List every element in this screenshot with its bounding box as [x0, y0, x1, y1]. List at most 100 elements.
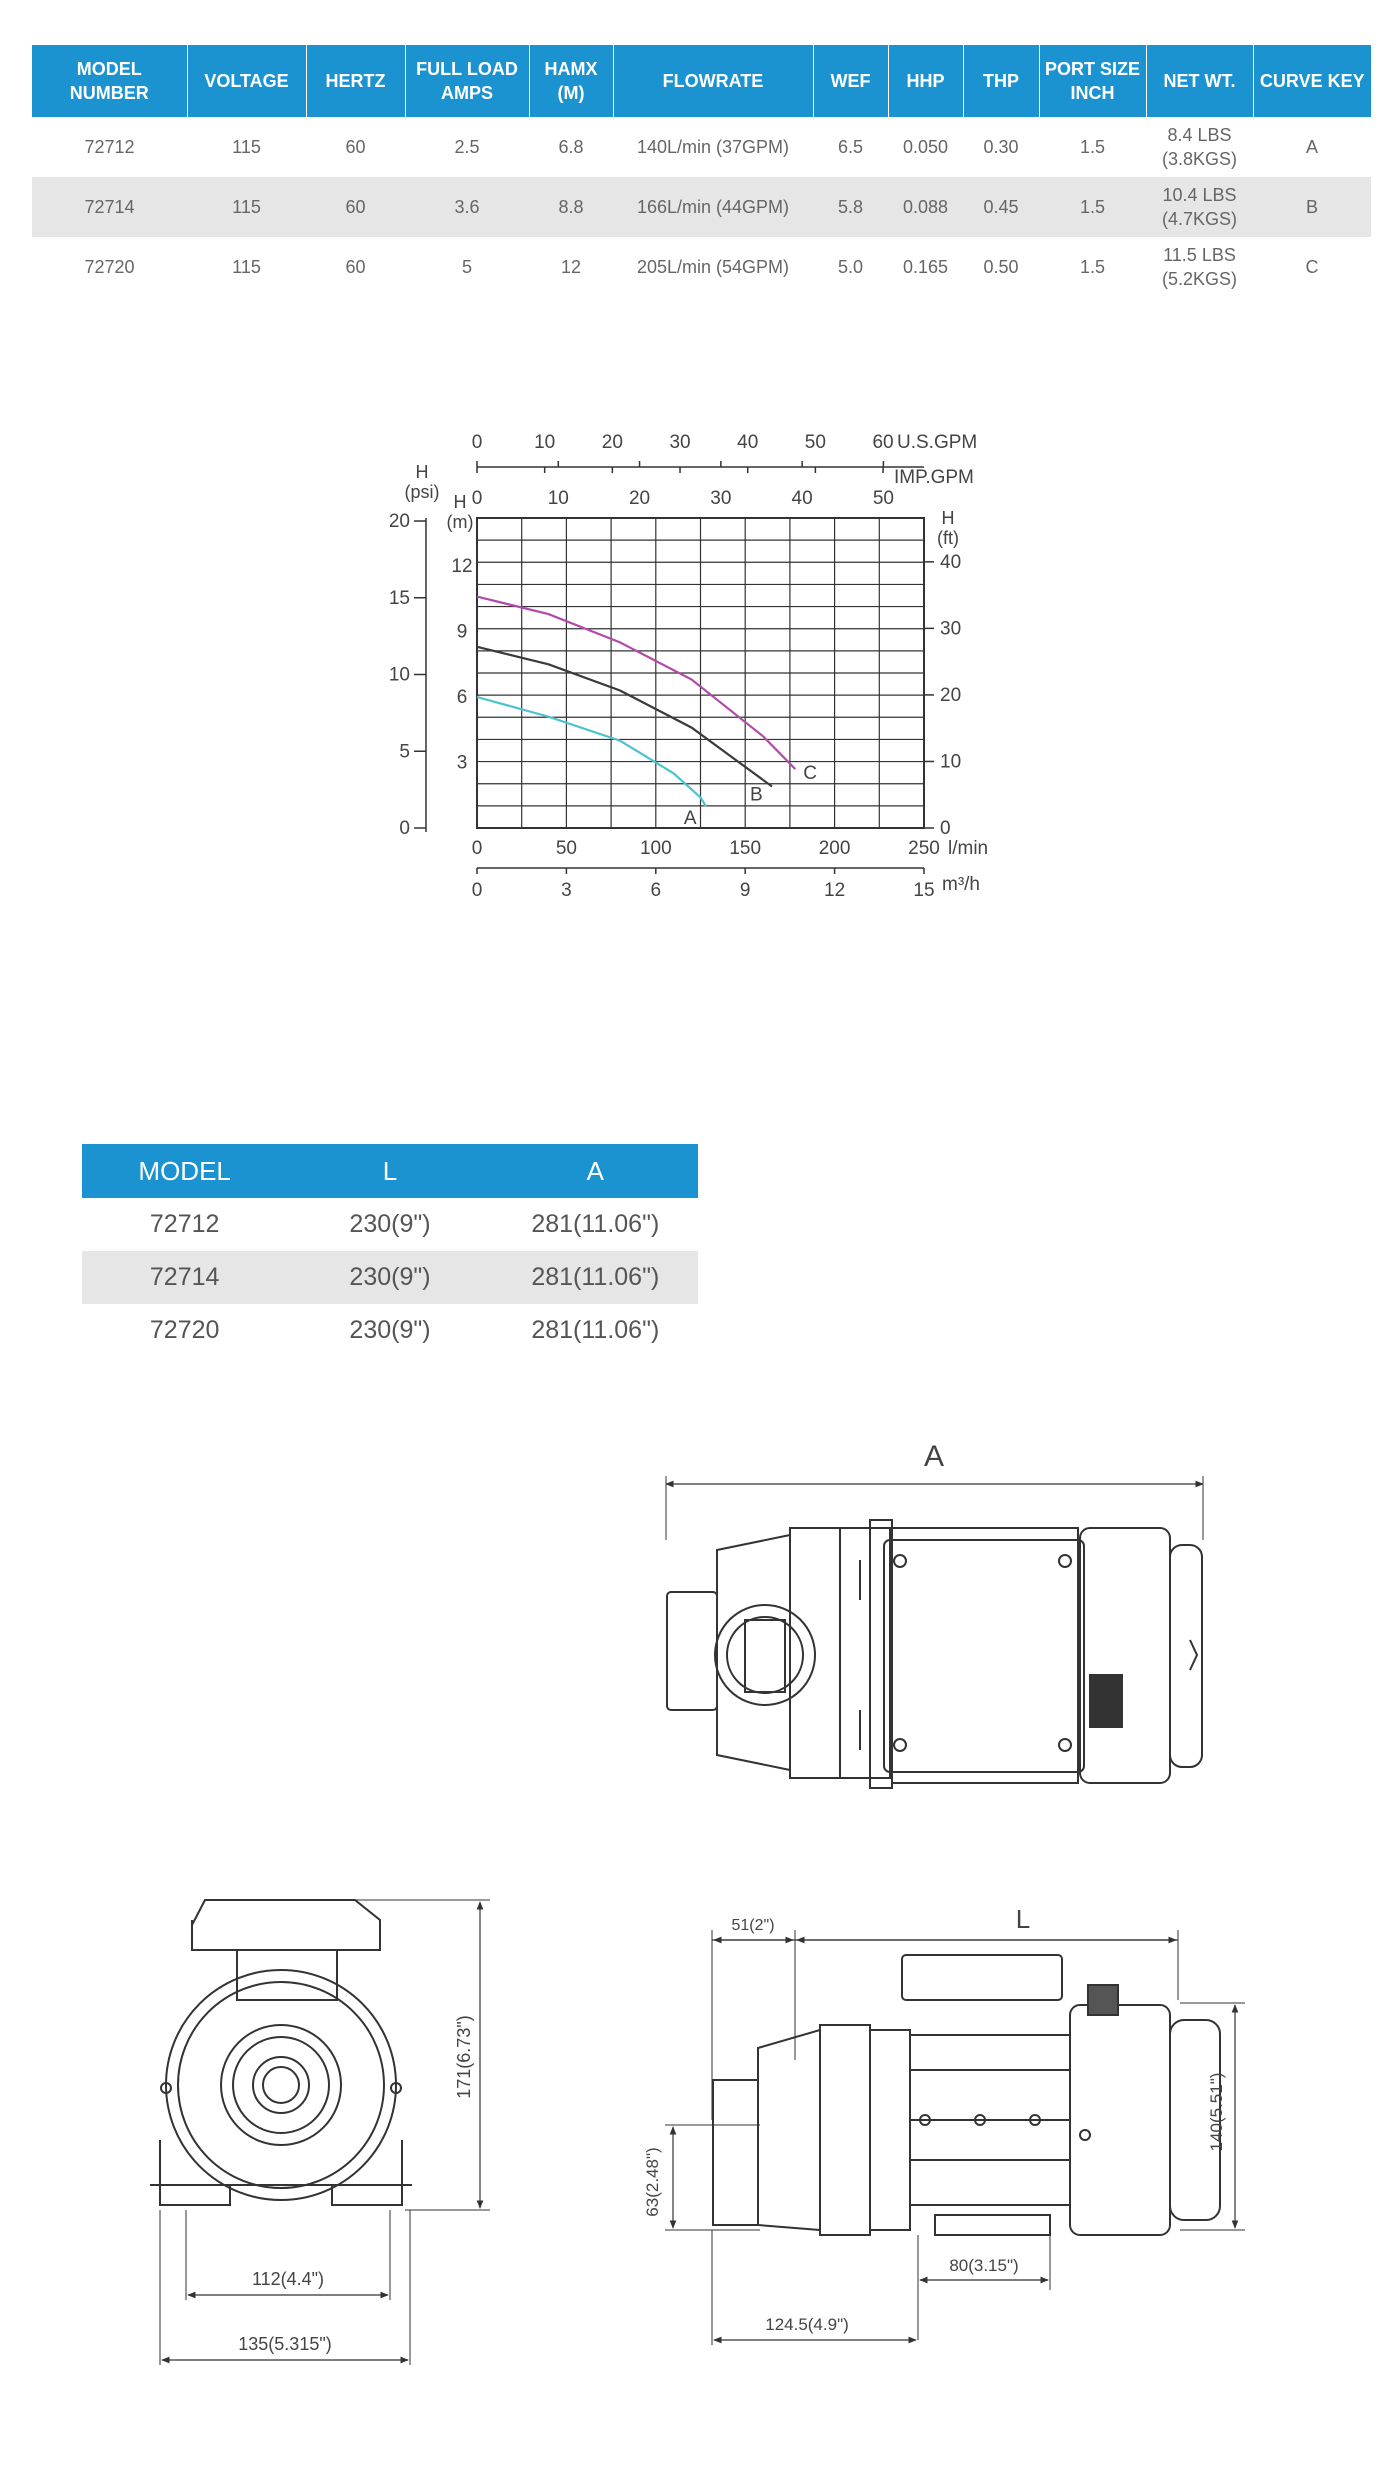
technical-drawings: A 171(6.73") 112(4.4") 135(5.315"): [150, 1440, 1245, 2365]
m3h-tick-label: 15: [913, 880, 934, 901]
table-row: 72720 230(9") 281(11.06"): [82, 1304, 698, 1357]
psi-tick-label: 5: [399, 741, 410, 762]
cell: 3.6: [405, 177, 529, 237]
us-gpm-tick-label: 40: [737, 432, 758, 453]
curve-label-a: A: [684, 808, 697, 829]
cell: 11.5 LBS (5.2KGS): [1161, 245, 1238, 289]
dimension-135-label: 135(5.315"): [238, 2334, 331, 2354]
m-tick-label: 3: [457, 753, 468, 774]
cell: 12: [560, 257, 582, 277]
dimension-171-label: 171(6.73"): [454, 2015, 474, 2098]
cell: C: [1305, 257, 1319, 277]
lmin-tick-label: 150: [729, 838, 761, 859]
psi-tick-label: 15: [389, 588, 410, 609]
ft-tick-label: 0: [940, 818, 951, 839]
cell: 2.5: [454, 137, 480, 157]
cell: 115: [187, 177, 306, 237]
imp-gpm-tick-label: 50: [873, 488, 894, 509]
cell: 6.8: [558, 137, 584, 157]
cell: 72712: [149, 1210, 220, 1238]
dimension-a-label: A: [924, 1440, 944, 1473]
dimension-l-label: L: [1016, 1904, 1030, 1934]
imp-gpm-tick-label: 10: [548, 488, 569, 509]
ft-tick-label: 40: [940, 552, 961, 573]
col-model: MODEL: [82, 1144, 288, 1198]
axis-label-part: H: [454, 492, 467, 512]
m3h-tick-label: 9: [740, 880, 751, 901]
m3h-tick-label: 0: [472, 880, 483, 901]
table-row: 72714 230(9") 281(11.06"): [82, 1251, 698, 1304]
cell: 140L/min (37GPM): [636, 137, 790, 157]
curve-label-b: B: [750, 785, 763, 806]
imp-gpm-axis-label: IMP.GPM: [894, 467, 974, 488]
psi-axis-label: H(psi): [405, 462, 440, 502]
spec-table: MODEL NUMBER VOLTAGE HERTZ FULL LOAD AMP…: [32, 45, 1371, 297]
m-tick-label: 9: [457, 622, 468, 643]
ft-axis-label: H(ft): [937, 508, 959, 548]
col-flowrate: FLOWRATE: [613, 45, 814, 117]
axis-label-part: H: [416, 462, 429, 482]
dimension-124-label: 124.5(4.9"): [765, 2315, 849, 2334]
us-gpm-tick-label: 0: [472, 432, 483, 453]
axis-label-part: (ft): [937, 528, 959, 548]
cell: A: [1305, 137, 1318, 157]
imp-gpm-tick-label: 20: [629, 488, 650, 509]
cell: 0.45: [963, 177, 1039, 237]
table-row: 72712 230(9") 281(11.06"): [82, 1198, 698, 1251]
m-tick-label: 12: [451, 556, 472, 577]
cell: 166L/min (44GPM): [613, 177, 813, 237]
m3h-tick-label: 12: [824, 880, 845, 901]
cell: 0.050: [902, 137, 949, 157]
plot-frame: [476, 517, 925, 829]
cell: 8.4 LBS (3.8KGS): [1161, 125, 1238, 169]
us-gpm-tick-label: 10: [534, 432, 555, 453]
cell: 1.5: [1079, 257, 1106, 277]
dimensions-table-header: MODEL L A: [82, 1144, 698, 1198]
col-hamx: HAMX (M): [529, 45, 614, 117]
curve-series: ABC: [476, 595, 817, 829]
m3h-tick-label: 3: [561, 880, 572, 901]
dimension-140-label: 140(5.51"): [1207, 2073, 1226, 2152]
side-view-drawing: [665, 1930, 1245, 2345]
dimension-51-label: 51(2"): [731, 1917, 774, 1934]
curve-a: [476, 695, 707, 807]
chart-grid: [477, 518, 924, 828]
cell: 230(9"): [349, 1316, 431, 1344]
cell: 72720: [149, 1316, 220, 1344]
m3h-axis-label: m³/h: [942, 874, 980, 895]
lmin-tick-label: 200: [819, 838, 851, 859]
col-model-number: MODEL NUMBER: [32, 45, 188, 117]
cell: 5: [461, 257, 472, 277]
front-view-drawing: [150, 1899, 490, 2365]
ft-tick-label: 10: [940, 751, 961, 772]
cell: 6.5: [837, 137, 864, 157]
cell: 230(9"): [287, 1251, 493, 1304]
cell: 10.4 LBS (4.7KGS): [1146, 177, 1253, 237]
us-gpm-tick-label: 50: [805, 432, 826, 453]
col-hhp: HHP: [888, 45, 964, 117]
m-axis-label: H(m): [447, 492, 474, 532]
axis-label-part: (psi): [405, 482, 440, 502]
ft-tick-label: 20: [940, 685, 961, 706]
cell: 230(9"): [349, 1210, 431, 1238]
cell: 0.165: [902, 257, 949, 277]
spec-table-header: MODEL NUMBER VOLTAGE HERTZ FULL LOAD AMP…: [32, 45, 1371, 117]
lmin-tick-label: 50: [556, 838, 577, 859]
axis-label-part: (m): [447, 512, 474, 532]
m-tick-label: 6: [457, 687, 468, 708]
imp-gpm-tick-label: 0: [472, 488, 483, 509]
cell: 60: [345, 137, 366, 157]
col-voltage: VOLTAGE: [187, 45, 307, 117]
cell: 5.8: [813, 177, 888, 237]
col-port-size: PORT SIZE INCH: [1039, 45, 1147, 117]
col-hertz: HERTZ: [306, 45, 406, 117]
cell: 8.8: [529, 177, 613, 237]
table-row: 72712 115 60 2.5 6.8 140L/min (37GPM) 6.…: [32, 117, 1371, 177]
us-gpm-tick-label: 30: [669, 432, 690, 453]
cell: 72712: [84, 137, 135, 157]
cell: 0.50: [983, 257, 1019, 277]
